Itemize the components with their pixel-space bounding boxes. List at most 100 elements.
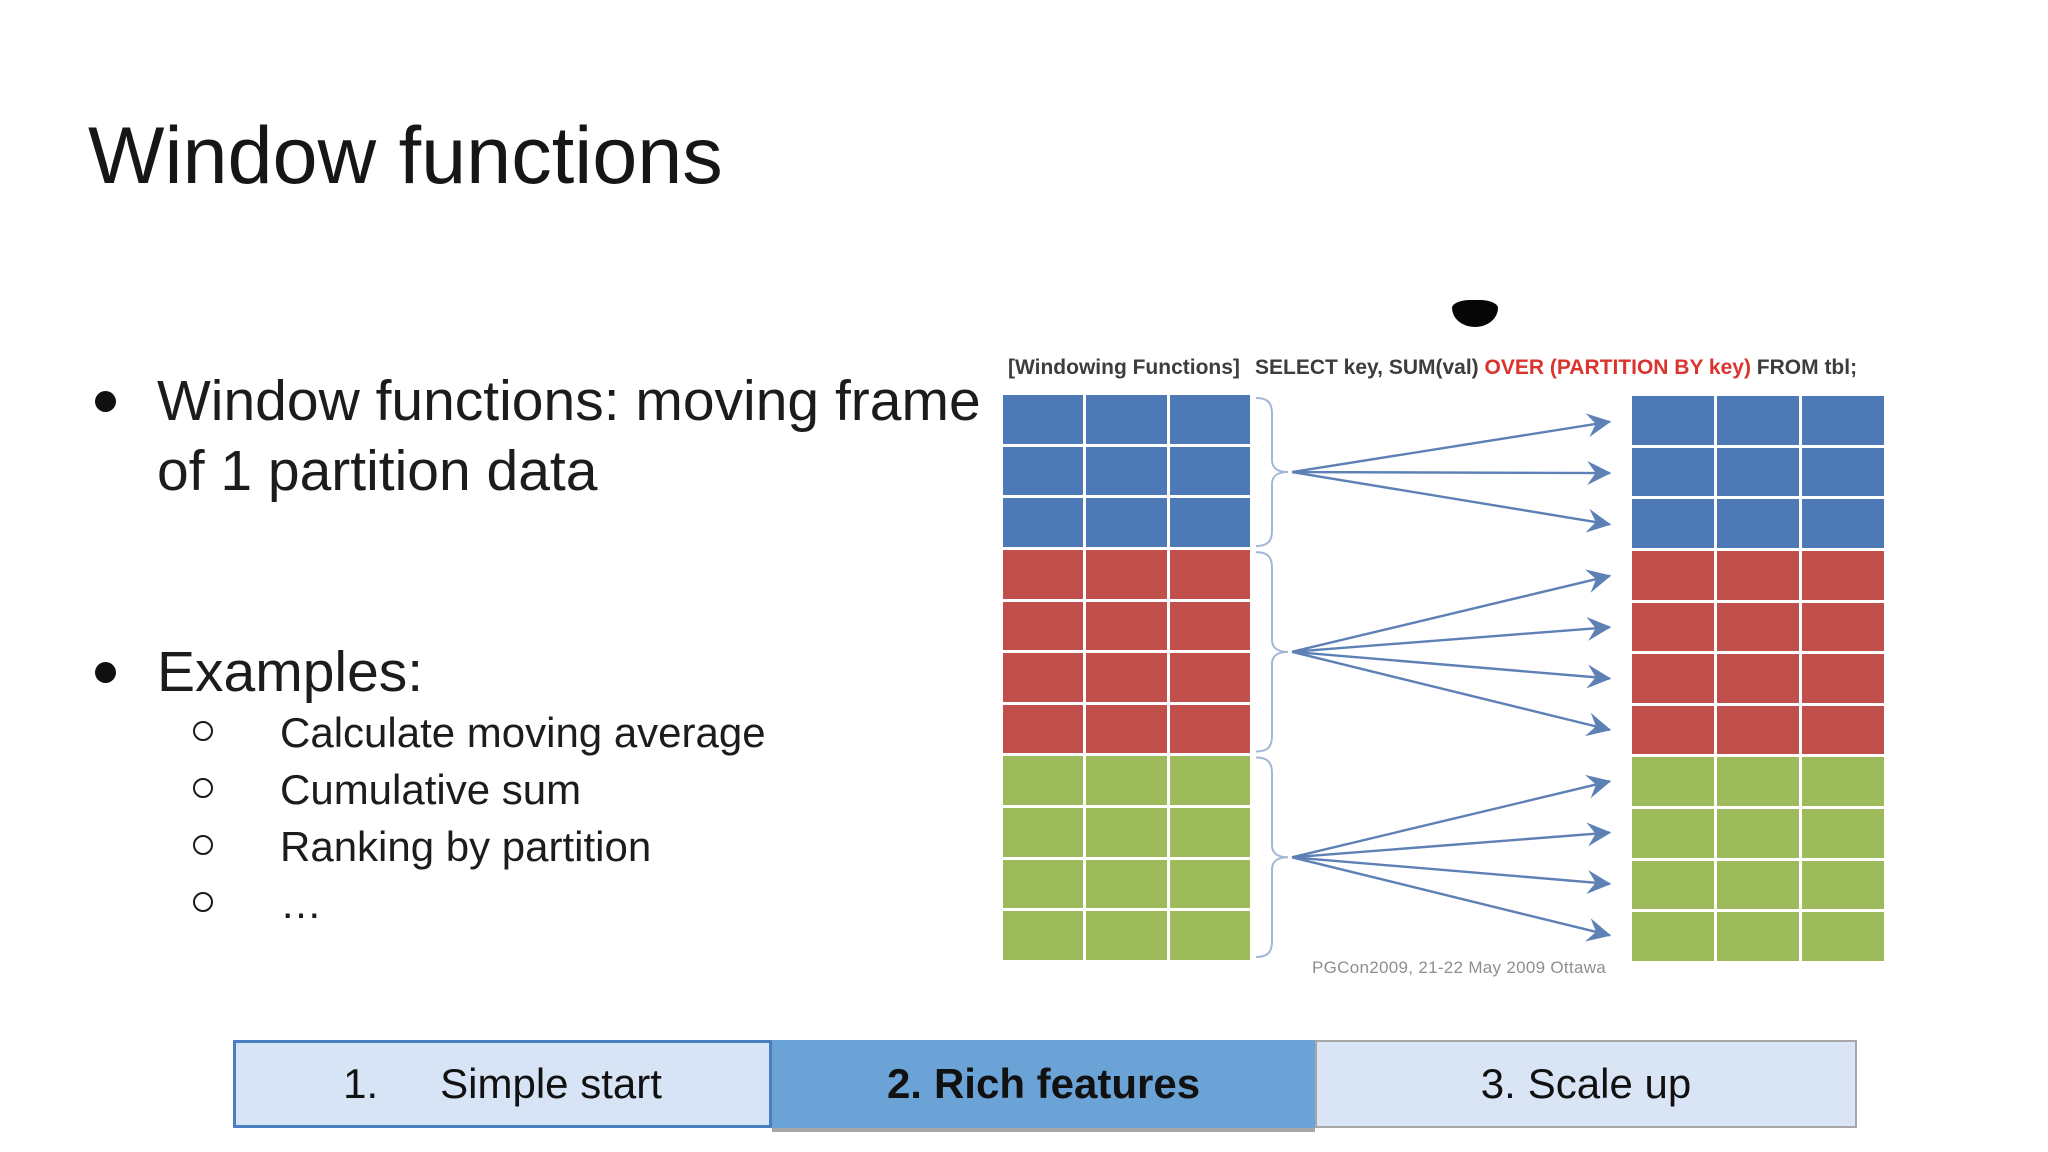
table-cell <box>1632 654 1714 703</box>
table-cell <box>1086 704 1167 754</box>
table-cell <box>1169 859 1250 909</box>
table-cell <box>1802 396 1884 445</box>
fan-arrow <box>1291 650 1612 737</box>
bullet-text: Cumulative sum <box>280 766 582 813</box>
hollow-bullet-icon <box>193 892 213 912</box>
table-cell <box>1169 395 1250 444</box>
table-cell <box>1086 859 1167 909</box>
fan-arrow <box>1291 774 1612 859</box>
fan-arrow <box>1291 470 1612 533</box>
footer-tab-scale-up[interactable]: 3.Scale up <box>1315 1040 1857 1128</box>
table-cell <box>1169 911 1250 960</box>
table-cell <box>1632 809 1714 858</box>
table-cell <box>1086 446 1167 496</box>
tab-number: 2. <box>886 1060 922 1107</box>
table-cell <box>1717 654 1799 703</box>
fan-arrow <box>1291 413 1612 474</box>
table-cell <box>1003 653 1084 702</box>
table-cell <box>1003 808 1084 857</box>
table-cell <box>1632 602 1714 652</box>
table-cell <box>1003 859 1084 909</box>
table-cell <box>1632 499 1714 548</box>
table-cell <box>1003 395 1084 444</box>
table-cell <box>1717 705 1799 755</box>
table-cell <box>1717 602 1799 652</box>
table-cell <box>1169 704 1250 754</box>
table-cell <box>1802 602 1884 652</box>
sql-before: SELECT key, SUM(val) <box>1255 356 1485 379</box>
diagram-label: [Windowing Functions] <box>1008 356 1240 379</box>
table-cell <box>1717 809 1799 858</box>
table-cell <box>1003 911 1084 960</box>
footer-tab-rich-features[interactable]: 2.Rich features <box>772 1040 1315 1132</box>
table-cell <box>1169 498 1250 547</box>
hollow-bullet-icon <box>193 721 213 741</box>
table-cell <box>1169 808 1250 857</box>
table-cell <box>1169 756 1250 806</box>
table-cell <box>1169 549 1250 599</box>
table-cell <box>1169 653 1250 702</box>
table-cell <box>1086 498 1167 547</box>
table-cell <box>1086 653 1167 702</box>
filled-bullet-icon <box>95 662 116 683</box>
partition-brace <box>1255 551 1289 753</box>
table-cell <box>1003 498 1084 547</box>
sql-over-partition: OVER (PARTITION BY key) <box>1484 356 1751 379</box>
table-cell <box>1802 447 1884 497</box>
table-cell <box>1632 757 1714 807</box>
table-cell <box>1086 549 1167 599</box>
clipped-black-shape <box>1452 300 1498 327</box>
fan-arrow <box>1291 460 1612 485</box>
fan-arrow <box>1291 650 1612 689</box>
table-cell <box>1802 860 1884 910</box>
table-cell <box>1169 446 1250 496</box>
diagram-credit: PGCon2009, 21-22 May 2009 Ottawa <box>1312 958 1607 977</box>
table-cell <box>1717 499 1799 548</box>
table-cell <box>1632 705 1714 755</box>
hollow-bullet-icon <box>193 835 213 855</box>
table-cell <box>1717 912 1799 961</box>
source-table-grid <box>1003 395 1250 960</box>
table-cell <box>1802 654 1884 703</box>
tab-number: 1. <box>343 1060 379 1107</box>
tab-label: Scale up <box>1527 1060 1692 1107</box>
table-cell <box>1717 396 1799 445</box>
sql-after: FROM tbl; <box>1750 356 1858 379</box>
table-cell <box>1717 447 1799 497</box>
sub-bullet-item: Cumulative sum <box>95 761 581 818</box>
table-cell <box>1717 860 1799 910</box>
result-table-grid <box>1632 396 1884 961</box>
table-cell <box>1802 912 1884 961</box>
table-cell <box>1802 757 1884 807</box>
table-cell <box>1802 705 1884 755</box>
table-cell <box>1632 860 1714 910</box>
tab-number: 3. <box>1480 1060 1516 1107</box>
bullet-text: Examples: <box>157 640 424 704</box>
table-cell <box>1003 756 1084 806</box>
filled-bullet-icon <box>95 391 116 412</box>
page-title: Window functions <box>88 111 723 201</box>
footer-tab-simple-start[interactable]: 1.Simple start <box>233 1040 772 1128</box>
fan-arrow <box>1291 569 1612 653</box>
partition-brace <box>1255 397 1289 548</box>
table-cell <box>1632 396 1714 445</box>
table-cell <box>1086 601 1167 651</box>
tab-label: Rich features <box>933 1060 1201 1107</box>
table-cell <box>1717 550 1799 600</box>
table-cell <box>1632 550 1714 600</box>
table-cell <box>1086 911 1167 960</box>
sql-caption: SELECT key, SUM(val) OVER (PARTITION BY … <box>1255 356 1857 380</box>
table-cell <box>1003 446 1084 496</box>
hollow-bullet-icon <box>193 778 213 798</box>
fan-arrow <box>1291 856 1612 942</box>
table-cell <box>1802 550 1884 600</box>
bullet-text: Calculate moving average <box>280 709 766 756</box>
bullet-item: Examples: <box>95 637 423 707</box>
table-cell <box>1632 447 1714 497</box>
table-cell <box>1003 601 1084 651</box>
table-cell <box>1169 601 1250 651</box>
table-cell <box>1632 912 1714 961</box>
